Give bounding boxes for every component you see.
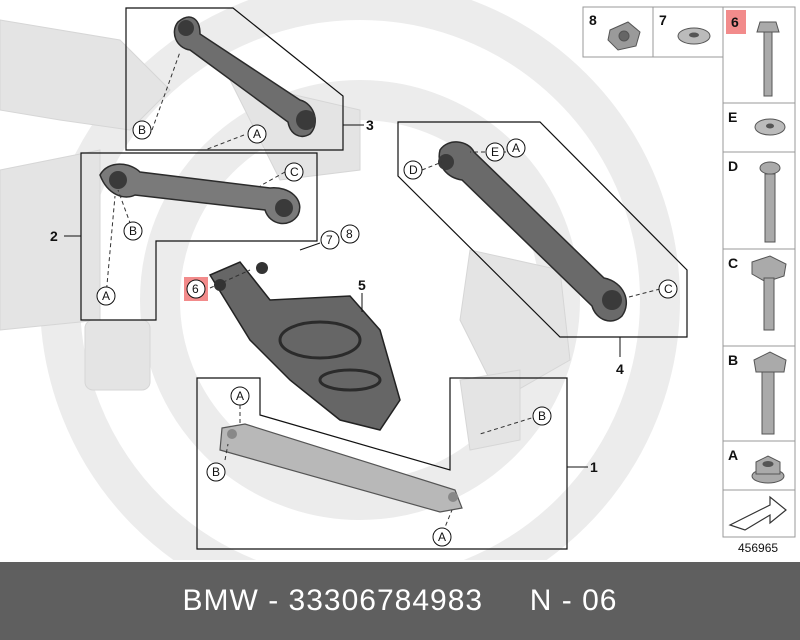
- callout-c-trailing: C: [658, 279, 678, 299]
- footer-position: N - 06: [529, 584, 618, 617]
- callout-a-upper: A: [247, 124, 267, 144]
- callout-6-highlight: 6: [184, 277, 208, 301]
- orientation-arrow-icon: [728, 495, 787, 531]
- trailing-arm: [438, 141, 627, 322]
- item-number-5: 5: [358, 277, 366, 293]
- group-2-frame: [80, 152, 318, 321]
- lower-wishbone: [208, 261, 401, 431]
- callout-b-lateral-right: B: [532, 406, 552, 426]
- footer-separator: -: [258, 584, 289, 617]
- svg-text:B: B: [538, 409, 546, 423]
- group-4-frame: [397, 121, 688, 338]
- lateral-link: [219, 423, 463, 513]
- item-number-3: 3: [366, 117, 374, 133]
- side-label-e: E: [728, 109, 737, 125]
- svg-text:A: A: [253, 127, 261, 141]
- bolt-d-icon: [759, 161, 781, 243]
- side-label-b: B: [728, 352, 738, 368]
- svg-text:A: A: [236, 389, 244, 403]
- subframe-ghost: [0, 19, 571, 451]
- side-label-8: 8: [589, 12, 597, 28]
- callout-7: 7: [320, 230, 340, 250]
- side-label-6: 6: [731, 14, 739, 30]
- footer-part-number: 33306784983: [288, 584, 484, 617]
- svg-text:B: B: [212, 465, 220, 479]
- eccentric-bolt-c-icon: [751, 255, 787, 331]
- callout-b-toelink: B: [123, 221, 143, 241]
- svg-text:7: 7: [326, 233, 333, 247]
- toe-link-arm: [99, 163, 301, 225]
- callout-8: 8: [340, 224, 360, 244]
- svg-text:E: E: [491, 145, 499, 159]
- callout-e-trailing: E: [485, 142, 505, 162]
- callout-a-lateral-bottom: A: [432, 527, 452, 547]
- svg-text:C: C: [664, 282, 673, 296]
- nut-icon: [607, 21, 641, 51]
- svg-text:8: 8: [346, 227, 353, 241]
- svg-text:A: A: [512, 141, 520, 155]
- svg-text:B: B: [129, 224, 137, 238]
- callout-b-lateral-left: B: [206, 462, 226, 482]
- svg-text:D: D: [409, 163, 418, 177]
- callout-c-toelink: C: [284, 162, 304, 182]
- svg-text:A: A: [438, 530, 446, 544]
- callout-a-lateral-top: A: [230, 386, 250, 406]
- washer-e-icon: [754, 118, 786, 136]
- side-label-c: C: [728, 255, 738, 271]
- item-number-4: 4: [616, 361, 624, 377]
- item-number-2: 2: [50, 228, 58, 244]
- svg-text:A: A: [102, 289, 110, 303]
- parts-side-panel: 8 7 6 E D C B A: [582, 6, 796, 538]
- callout-a-toelink: A: [96, 286, 116, 306]
- side-label-6-highlight: [726, 10, 746, 34]
- svg-text:6: 6: [192, 282, 199, 296]
- solid-leaders: [64, 124, 621, 468]
- side-label-a: A: [728, 447, 738, 463]
- washer-icon: [677, 27, 711, 45]
- flange-nut-a-icon: [751, 455, 785, 484]
- svg-text:B: B: [138, 123, 146, 137]
- footer-gap: [483, 584, 530, 618]
- item-number-1: 1: [590, 459, 598, 475]
- group-1-frame: [196, 377, 568, 550]
- bolt-b-icon: [753, 351, 787, 435]
- footer-bar: BMW - 33306784983 N - 06: [0, 562, 800, 640]
- side-label-7: 7: [659, 12, 667, 28]
- footer-brand: BMW: [182, 584, 259, 617]
- diagram-number: 456965: [738, 541, 778, 555]
- upper-control-arm: [173, 16, 316, 138]
- parts-diagram: 3 2 1 4 5 7 8 6 B A C B A D E A C A B B …: [0, 0, 796, 560]
- side-label-d: D: [728, 158, 738, 174]
- svg-text:C: C: [290, 165, 299, 179]
- callout-a-trailing: A: [506, 138, 526, 158]
- group-3-frame: [125, 7, 344, 151]
- bolt-6-icon: [756, 21, 780, 97]
- callout-d-trailing: D: [403, 160, 423, 180]
- callout-b-upper: B: [132, 120, 152, 140]
